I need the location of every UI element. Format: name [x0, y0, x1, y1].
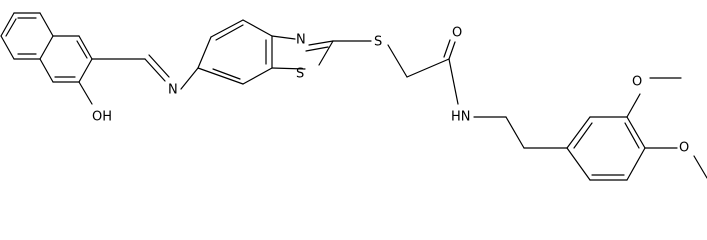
- molecule-structure: OH N N S S O HN: [0, 12, 707, 181]
- carbonyl-bond: [448, 41, 456, 60]
- methoxy-oxygen-bottom-label: O: [679, 141, 689, 156]
- naphthalene-ring: [0, 12, 93, 83]
- carbonyl-oxygen-label: O: [452, 26, 462, 41]
- amide-nh-label: HN: [451, 110, 471, 125]
- thioether-sulfur-label: S: [374, 35, 382, 50]
- imine-aryl-bond: [180, 67, 199, 90]
- imine-double-bond: [144, 58, 166, 82]
- amide-bond: [448, 58, 459, 105]
- imine-nitrogen-label: N: [168, 83, 178, 98]
- benzothiazole-ring: [197, 19, 334, 85]
- hydroxyl-bond: [78, 81, 93, 105]
- methoxy-oxygen-top-label: O: [632, 75, 642, 90]
- thiazole-nitrogen-label: N: [296, 33, 306, 48]
- thiazole-sulfur-label: S: [296, 67, 304, 82]
- dimethoxyphenyl-ring: [566, 116, 646, 181]
- hydroxyl-label: OH: [92, 110, 112, 125]
